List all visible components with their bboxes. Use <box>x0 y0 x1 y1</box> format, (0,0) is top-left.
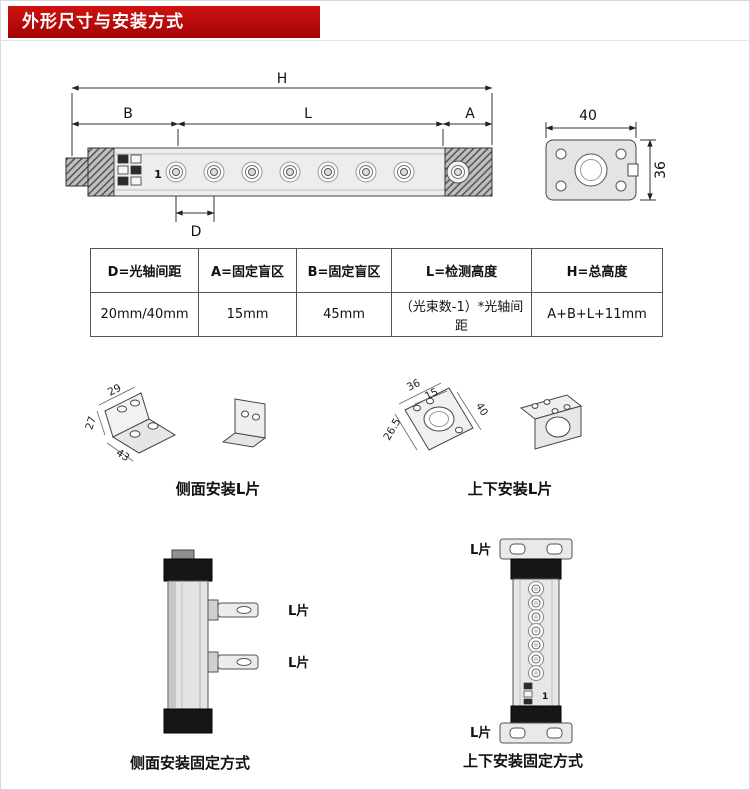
dim-d-lines <box>175 196 215 222</box>
top-bracket-plate <box>499 538 573 560</box>
l-bracket-label-bottom: L片 <box>288 655 309 671</box>
side-mount-caption: 侧面安装固定方式 <box>129 754 250 772</box>
side-bracket-drawing: 29 27 43 <box>85 383 267 464</box>
front-lenses <box>528 581 544 681</box>
spec-value-h: A+B+L+11mm <box>531 292 663 337</box>
page-title-banner: 外形尺寸与安装方式 <box>8 6 320 38</box>
end-view <box>545 139 639 201</box>
dim-36-lines <box>640 139 656 201</box>
l-bracket-3d-dim-lines <box>96 386 136 462</box>
spec-value-b: 45mm <box>296 292 392 337</box>
overall-dimension-drawing: H B L A 1 <box>65 71 669 240</box>
l-bracket-with-holes <box>519 394 583 450</box>
spec-value-l: （光束数-1）*光轴间距 <box>391 292 532 337</box>
device-side-view <box>163 549 213 734</box>
axis-number-label: 1 <box>154 168 162 181</box>
l-bracket-label-top: L片 <box>288 603 309 619</box>
dim-h-lines <box>71 85 493 156</box>
bracket-dim-top: 29 <box>106 383 123 399</box>
front-indicator-leds <box>523 682 533 705</box>
spec-header-l: L=检测高度 <box>391 248 532 293</box>
spec-header-b: B=固定盲区 <box>296 248 392 293</box>
front-axis-number-label: 1 <box>542 692 548 702</box>
dim-l-label: L <box>304 106 312 122</box>
bracket-dim-inner-top: 15 <box>423 386 440 403</box>
bottom-bracket-plate <box>499 722 573 744</box>
device-front-view <box>510 558 562 724</box>
topbottom-bracket-caption: 上下安装L片 <box>467 480 553 498</box>
dim-40-lines <box>545 122 637 138</box>
spec-value-a: 15mm <box>198 292 297 337</box>
spec-value-d: 20mm/40mm <box>90 292 199 337</box>
indicator-led-block <box>117 154 142 186</box>
topbottom-mount-drawing: 1 L片 L片 <box>470 538 573 744</box>
l-bracket-label-top2: L片 <box>470 542 491 558</box>
spec-header-d: D=光轴间距 <box>90 248 199 293</box>
dim-40-label: 40 <box>579 108 597 124</box>
l-bracket-3d <box>104 392 177 454</box>
dim-36-label: 36 <box>653 161 669 179</box>
dim-bla-lines <box>71 121 493 146</box>
spec-table-header-row: D=光轴间距 A=固定盲区 B=固定盲区 L=检测高度 H=总高度 <box>90 248 663 293</box>
side-bracket-bottom <box>207 651 259 673</box>
l-bracket-label-bottom2: L片 <box>470 725 491 741</box>
spec-table: D=光轴间距 A=固定盲区 B=固定盲区 L=检测高度 H=总高度 20mm/4… <box>90 248 663 337</box>
side-mount-drawing: L片 L片 <box>163 549 309 734</box>
topbottom-mount-caption: 上下安装固定方式 <box>462 752 583 770</box>
optical-lenses <box>165 160 470 184</box>
spec-header-h: H=总高度 <box>531 248 663 293</box>
dim-b-label: B <box>123 106 133 122</box>
side-bracket-caption: 侧面安装L片 <box>175 480 261 498</box>
header-divider <box>0 40 750 41</box>
dim-d-label: D <box>191 224 202 240</box>
page-title: 外形尺寸与安装方式 <box>22 12 184 32</box>
bracket-dim-outer-top: 36 <box>405 378 423 394</box>
side-bracket-top <box>207 599 259 621</box>
spec-header-a: A=固定盲区 <box>198 248 297 293</box>
bracket-plate-dim-lines <box>394 382 482 451</box>
spec-table-value-row: 20mm/40mm 15mm 45mm （光束数-1）*光轴间距 A+B+L+1… <box>90 292 663 337</box>
bracket-dim-left: 27 <box>85 415 99 431</box>
light-curtain-body <box>65 147 493 197</box>
bracket-dim-left: 26.5 <box>381 416 403 442</box>
dim-a-label: A <box>465 106 475 122</box>
topbottom-bracket-drawing: 36 15 26.5 40 <box>381 378 583 451</box>
l-bracket-side-view <box>221 398 267 448</box>
dim-h-label: H <box>277 71 288 87</box>
bracket-dim-right: 40 <box>473 401 490 419</box>
